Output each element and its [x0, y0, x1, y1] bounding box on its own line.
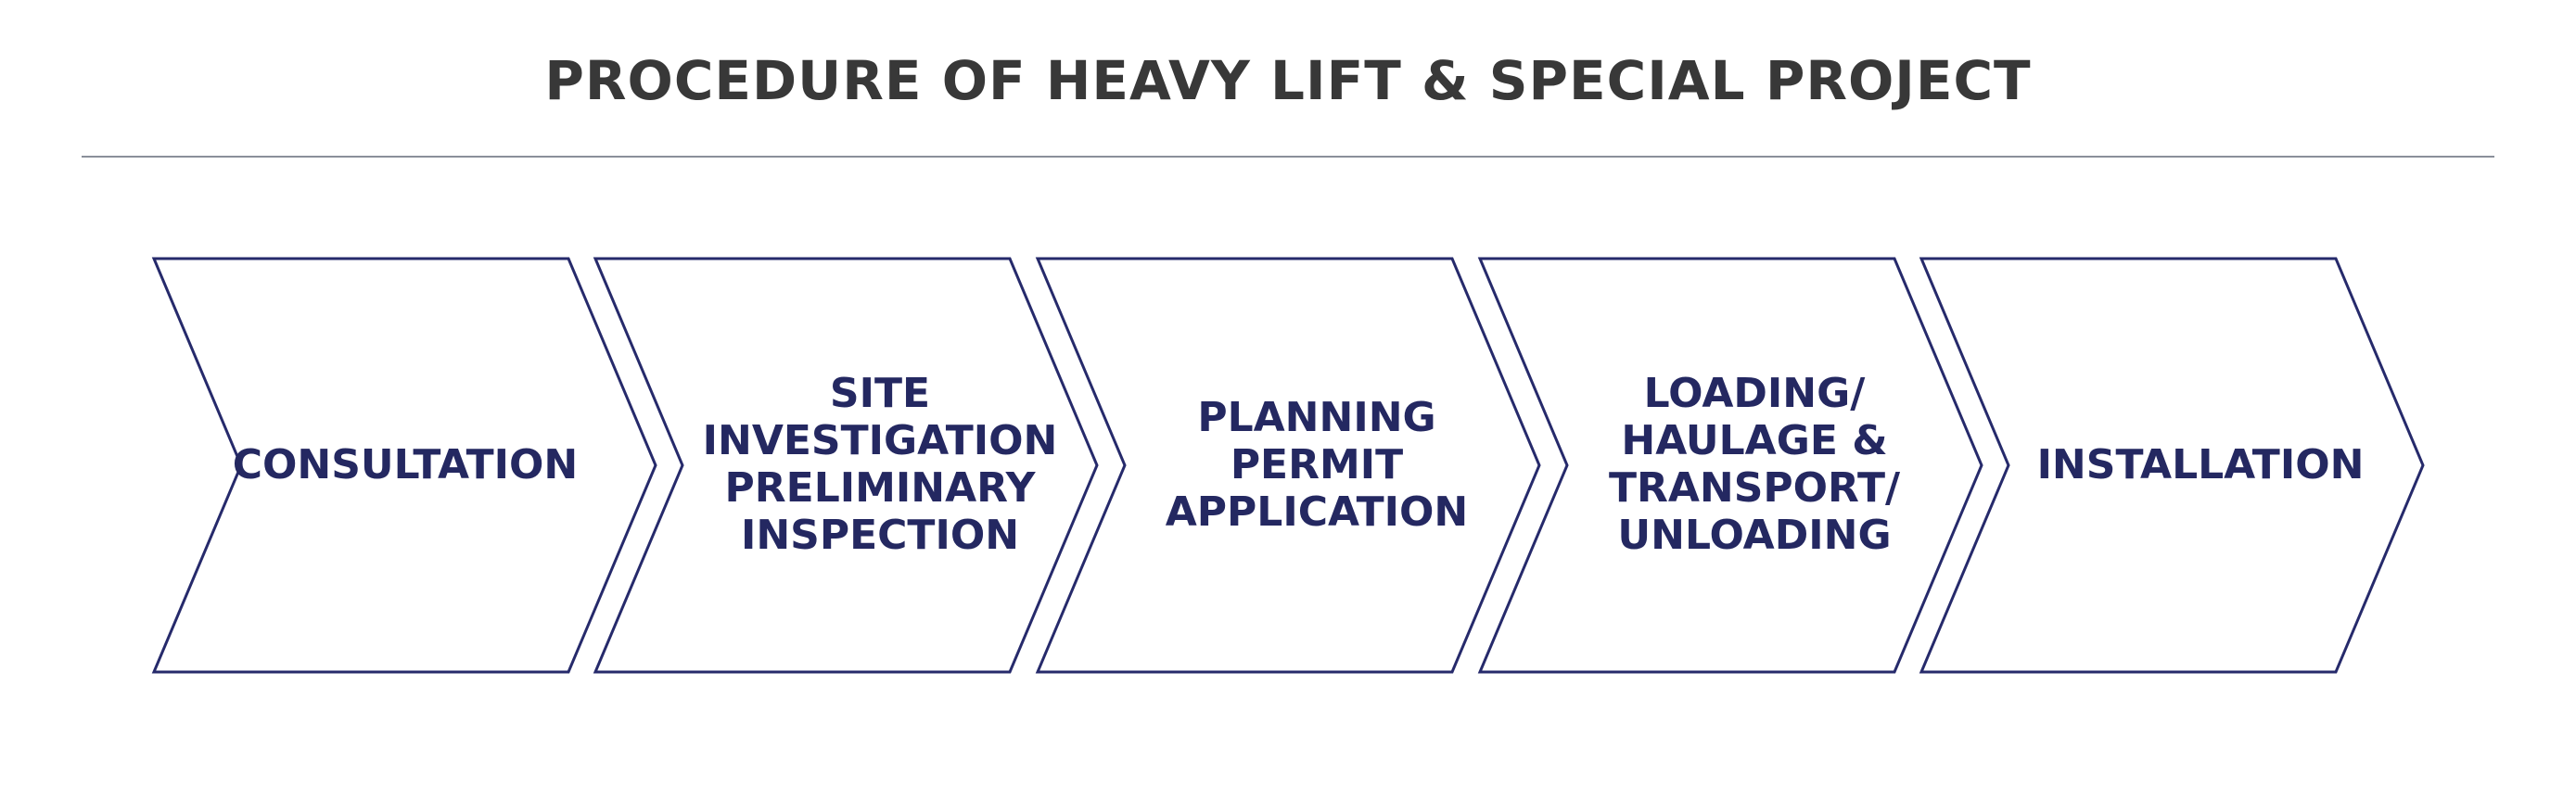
- step-5-chevron: [1919, 257, 2425, 674]
- step-1-chevron: [151, 257, 657, 674]
- page-title: PROCEDURE OF HEAVY LIFT & SPECIAL PROJEC…: [544, 49, 2032, 112]
- step-installation-label: INSTALLATION: [2036, 440, 2365, 488]
- step-2-chevron: [593, 257, 1099, 674]
- step-planning-permit-label: PLANNING PERMIT APPLICATION: [1165, 393, 1469, 536]
- step-site-investigation-label: SITE INVESTIGATION PRELIMINARY INSPECTIO…: [702, 370, 1058, 559]
- step-consultation-label: CONSULTATION: [232, 440, 579, 488]
- step-loading-haulage-label: LOADING/ HAULAGE & TRANSPORT/ UNLOADING: [1608, 370, 1901, 559]
- step-3-chevron: [1035, 257, 1541, 674]
- title-divider: [82, 156, 2494, 158]
- step-4-chevron: [1477, 257, 1983, 674]
